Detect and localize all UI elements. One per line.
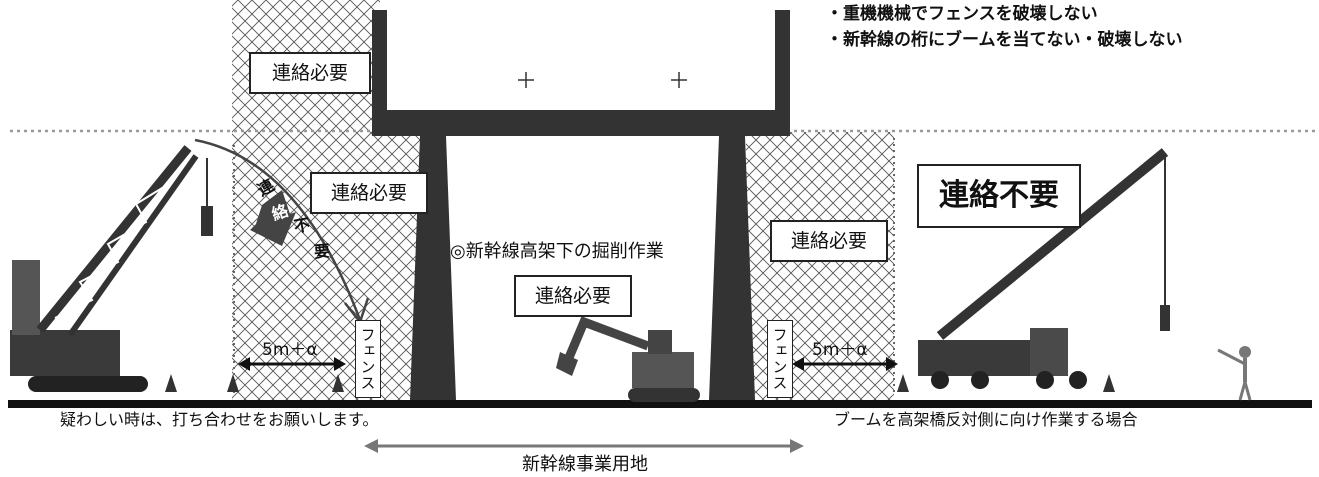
distance-label-left: 5m＋α — [262, 340, 318, 360]
ground-line — [8, 400, 1312, 408]
contact-not-needed-label: 連絡不要 — [917, 164, 1081, 228]
crawler-crane-icon — [10, 145, 213, 392]
excavation-title: ◎新幹線高架下の掘削作業 — [450, 241, 664, 262]
traffic-cones — [165, 374, 1115, 392]
caution-arrow-icon — [250, 190, 296, 246]
land-label: 新幹線事業用地 — [522, 454, 648, 475]
distance-arrow-left — [238, 357, 346, 371]
contact-needed-label-arc: 連絡必要 — [310, 172, 428, 214]
arc-text-char-4: 要 — [313, 241, 331, 262]
distance-arrow-right — [792, 357, 898, 371]
mobile-crane-icon — [918, 148, 1170, 389]
note-no-fence-damage: ・重機機械でフェンスを破壊しない — [826, 4, 1098, 24]
caption-bottom-right: ブームを高架橋反対側に向け作業する場合 — [834, 410, 1138, 429]
note-no-boom-contact: ・新幹線の桁にブームを当てない・破壊しない — [826, 30, 1183, 50]
fence-label-right: フェンス — [767, 320, 793, 398]
land-span-arrow — [364, 439, 804, 453]
excavator-icon — [556, 316, 700, 402]
caption-bottom-left: 疑わしい時は、打ち合わせをお願いします。 — [60, 410, 379, 429]
contact-needed-label-right: 連絡必要 — [770, 220, 888, 262]
viaduct-structure — [372, 10, 790, 400]
contact-needed-label-top: 連絡必要 — [249, 52, 371, 94]
contact-needed-label-center: 連絡必要 — [514, 275, 632, 317]
arc-text-char-3: 不 — [292, 214, 312, 237]
fence-label-left: フェンス — [355, 320, 381, 398]
distance-label-right: 5m＋α — [812, 340, 868, 360]
worker-icon — [1217, 346, 1252, 401]
